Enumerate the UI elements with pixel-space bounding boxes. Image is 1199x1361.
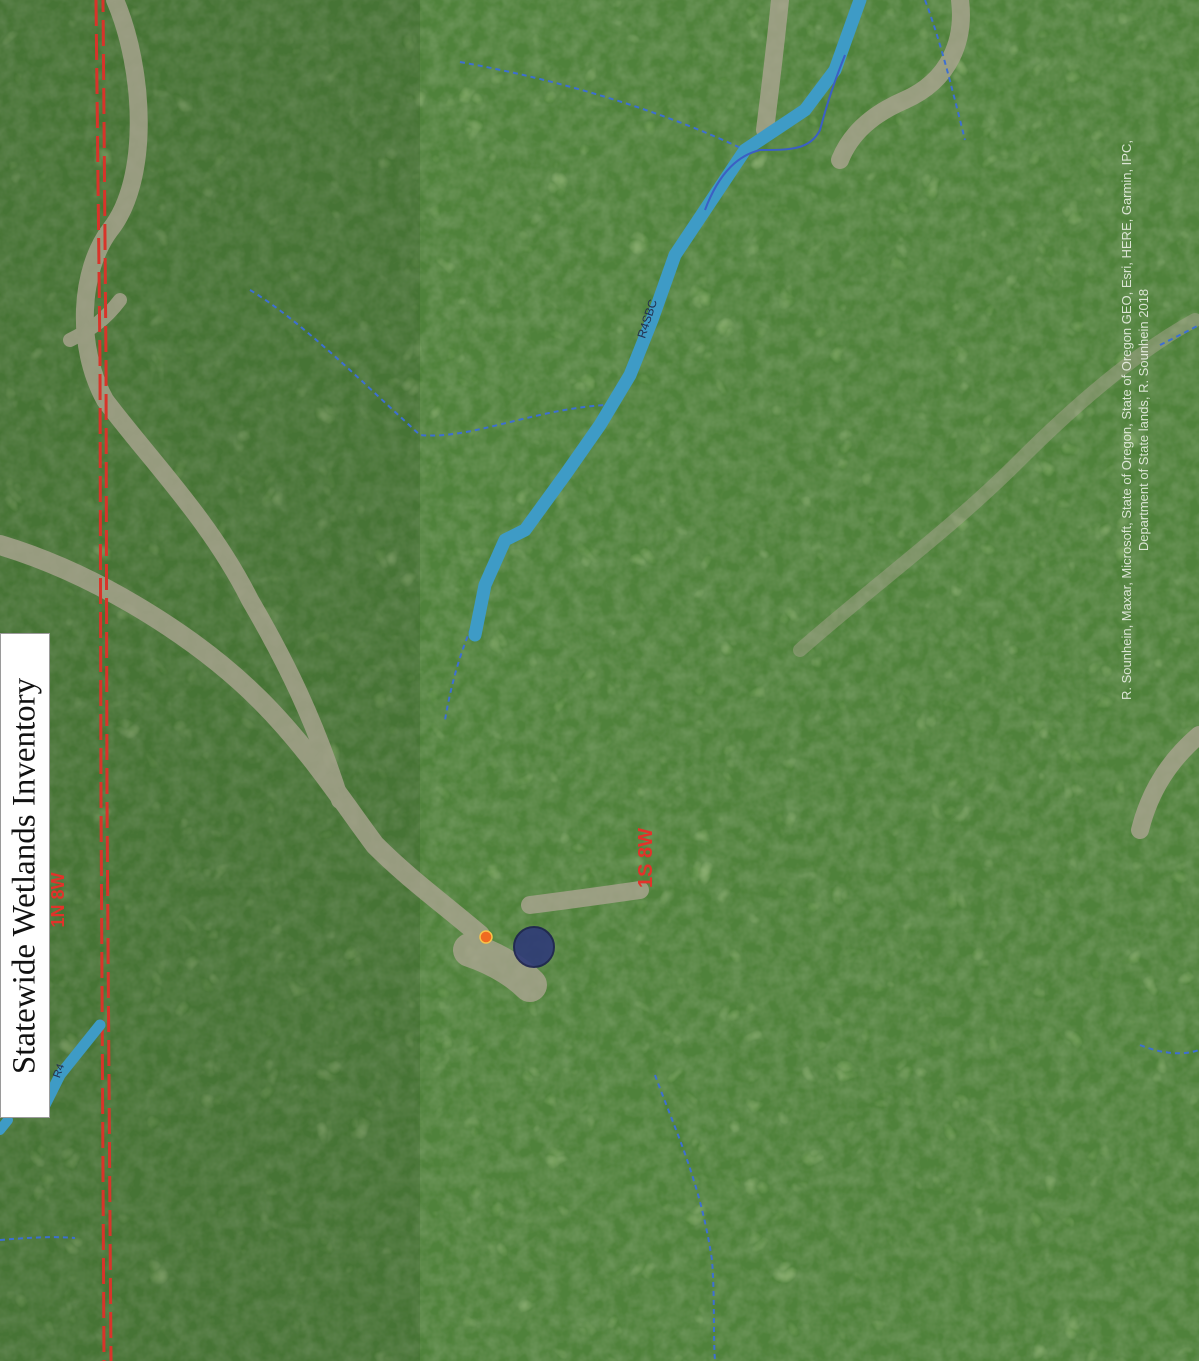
stream-south	[654, 1074, 716, 1361]
road-landing	[453, 933, 547, 1002]
wetland-riverine	[0, 0, 867, 1135]
wetland-west-corner	[0, 1115, 13, 1135]
road-diagonal-east	[793, 313, 1199, 657]
stream-northeast	[924, 0, 966, 141]
road-east-edge	[1131, 726, 1199, 839]
roads	[0, 0, 1199, 1002]
stream-southwest	[0, 1236, 76, 1241]
section-line-left	[94, 0, 106, 1361]
stream-southeast	[1139, 1044, 1199, 1055]
stream-mid	[249, 289, 606, 437]
road-north-branch-2	[63, 293, 127, 347]
wetland-channel-outline	[704, 54, 846, 211]
imagery-shadow-west	[0, 0, 420, 1361]
section-line	[94, 0, 113, 1361]
circle-marker-icon[interactable]	[513, 926, 555, 968]
road-main	[0, 535, 490, 945]
road-spur-east	[521, 881, 649, 914]
map-title-box: Statewide Wetlands Inventory	[0, 633, 50, 1118]
wetland-channel-fill	[468, 0, 867, 642]
wetland-west-fill	[39, 1019, 106, 1111]
dot-marker-icon[interactable]	[479, 930, 493, 944]
attribution-line-2: Department of State lands, R. Sounhein 2…	[1136, 288, 1151, 552]
wetland-code-label-partial: R4	[51, 1062, 67, 1079]
township-label-partial: 1N 8W	[48, 872, 68, 927]
map-title: Statewide Wetlands Inventory	[6, 677, 43, 1074]
road-ne	[756, 0, 970, 169]
section-line-right	[101, 0, 113, 1361]
map-attribution: R. Sounhein, Maxar, Microsoft, State of …	[1118, 140, 1152, 700]
attribution-line-1: R. Sounhein, Maxar, Microsoft, State of …	[1119, 140, 1134, 700]
township-label: 1S 8W	[635, 828, 657, 888]
stream-north	[459, 61, 746, 151]
